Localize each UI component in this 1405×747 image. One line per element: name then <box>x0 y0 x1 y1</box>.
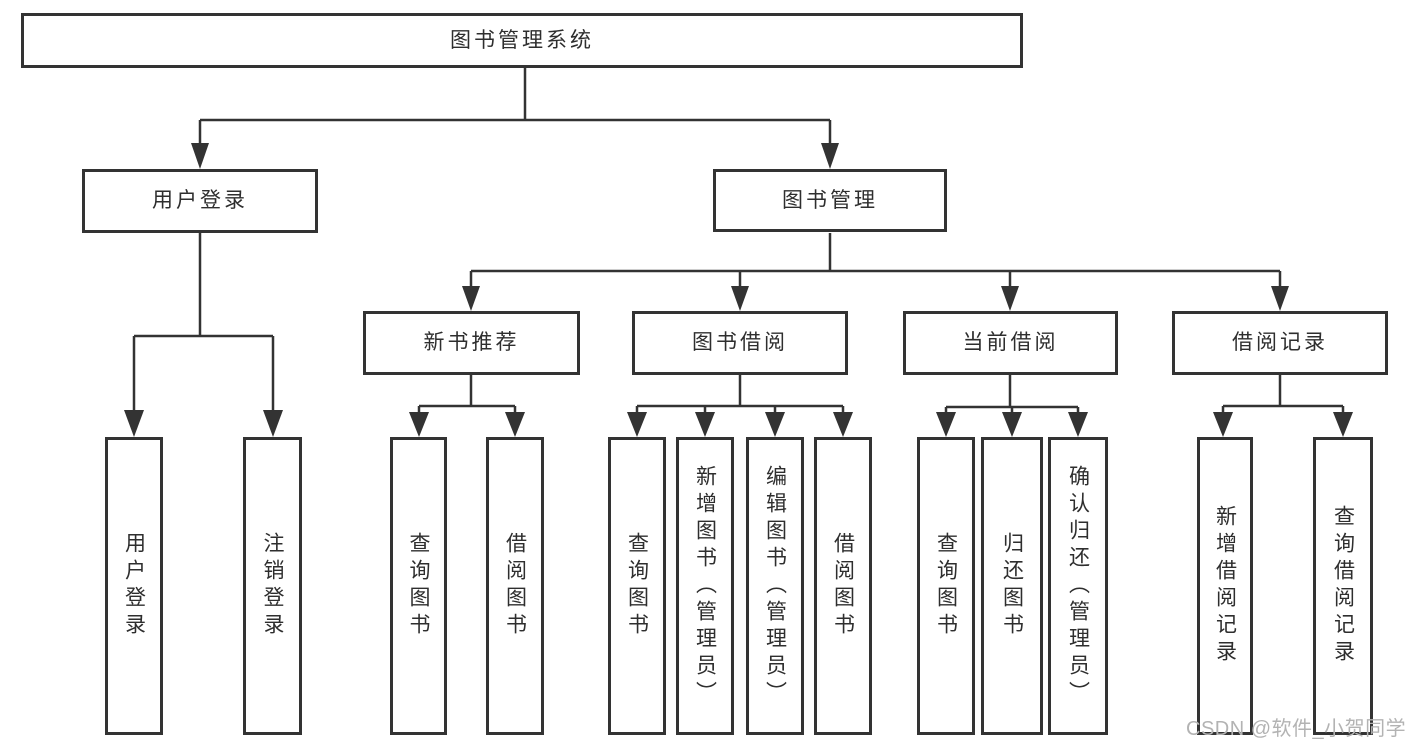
node-book-borrowing: 图书借阅 <box>632 311 848 375</box>
node-leaf-add-books-admin: 新增图书（管理员） <box>676 437 734 735</box>
node-leaf-return-books: 归还图书 <box>981 437 1043 735</box>
node-borrow-records: 借阅记录 <box>1172 311 1388 375</box>
node-leaf-user-login: 用户登录 <box>105 437 163 735</box>
node-root: 图书管理系统 <box>21 13 1023 68</box>
csdn-watermark: CSDN @软件_小贺同学 <box>1186 718 1405 740</box>
node-book-management: 图书管理 <box>713 169 947 232</box>
node-leaf-edit-books-admin: 编辑图书（管理员） <box>746 437 804 735</box>
node-current-borrowing: 当前借阅 <box>903 311 1118 375</box>
node-leaf-query-books-borrowing: 查询图书 <box>608 437 666 735</box>
node-new-book-recommend: 新书推荐 <box>363 311 580 375</box>
node-leaf-borrow-books-borrowing: 借阅图书 <box>814 437 872 735</box>
node-leaf-add-borrow-record: 新增借阅记录 <box>1197 437 1253 735</box>
node-leaf-query-books-recommend: 查询图书 <box>390 437 447 735</box>
node-leaf-logout: 注销登录 <box>243 437 302 735</box>
node-leaf-query-books-current: 查询图书 <box>917 437 975 735</box>
node-leaf-confirm-return-admin: 确认归还（管理员） <box>1048 437 1108 735</box>
node-leaf-query-borrow-record: 查询借阅记录 <box>1313 437 1373 735</box>
node-leaf-borrow-books-recommend: 借阅图书 <box>486 437 544 735</box>
node-user-login: 用户登录 <box>82 169 318 233</box>
